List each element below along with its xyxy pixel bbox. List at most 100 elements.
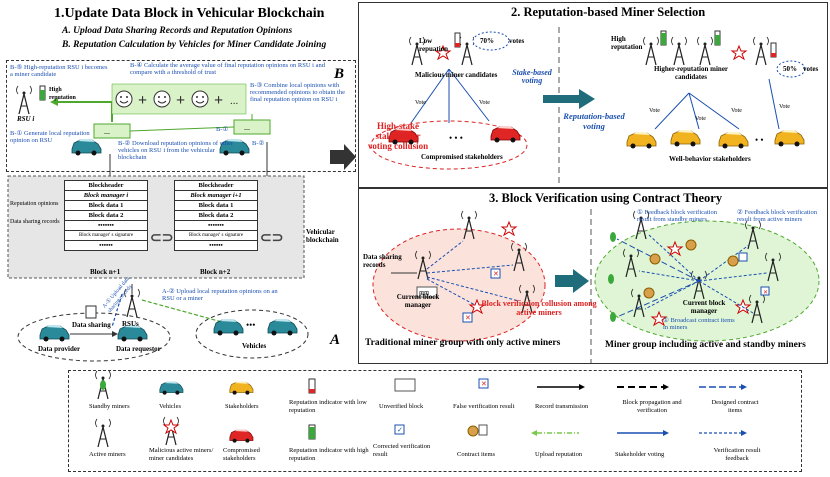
b5-note: B-⑤ High-reputation RSU i becomes a mine… bbox=[10, 64, 108, 78]
votes-70: 70% bbox=[480, 37, 494, 45]
svg-text:✕: ✕ bbox=[763, 290, 768, 296]
block1-row: Block data 2 bbox=[65, 211, 147, 221]
panel1-title: 1.Update Data Block in Vehicular Blockch… bbox=[54, 6, 325, 21]
legend-feedback: Verification result feedback bbox=[713, 447, 761, 462]
block2-row: Block manager' s signature bbox=[175, 231, 257, 241]
svg-text:...: ... bbox=[230, 95, 239, 107]
data-provider-label: Data provider bbox=[38, 345, 81, 353]
vote-label: Vote bbox=[731, 108, 742, 114]
block2-row: Blockheader bbox=[175, 181, 257, 191]
rsus-label: RSUs bbox=[122, 320, 139, 328]
svg-text:⊂⊃: ⊂⊃ bbox=[150, 231, 173, 246]
block1-row: Block manager' s signature bbox=[65, 231, 147, 241]
panel-miner-selection: 2. Reputation-based Miner Selection • • … bbox=[358, 2, 828, 188]
legend-high-rep: Reputation indicator with high reputatio… bbox=[289, 447, 369, 462]
vote-label: Vote bbox=[695, 116, 706, 122]
legend-record-tx: Record transmission bbox=[535, 403, 589, 410]
high-reputation-label-2: High reputation bbox=[611, 35, 643, 51]
svg-text:+: + bbox=[138, 92, 147, 109]
svg-text:+: + bbox=[214, 92, 223, 109]
legend-active: Active miners bbox=[89, 451, 126, 458]
b4-note: B-④ Calculate the average value of final… bbox=[130, 62, 325, 76]
rep-voting-label: Reputation-based voting bbox=[563, 111, 625, 131]
stake-voting-label: Stake-based voting bbox=[512, 68, 552, 85]
svg-text:✕: ✕ bbox=[465, 314, 471, 322]
svg-text:• • •: • • • bbox=[449, 133, 463, 143]
feedback-active-note: ② Feedback block verification result fro… bbox=[737, 209, 818, 223]
svg-text:✕: ✕ bbox=[481, 380, 487, 388]
block1-row: •••••• bbox=[99, 242, 113, 249]
legend-icons: ✕ ✓ bbox=[94, 371, 747, 448]
legend-compromised: Compromised stakeholders bbox=[223, 447, 260, 462]
svg-text:...: ... bbox=[244, 123, 250, 132]
block-n1-name: Block n+1 bbox=[90, 268, 121, 276]
panel1-subtitle-a: A. Upload Data Sharing Records and Reput… bbox=[62, 26, 293, 36]
block1-row: Block data 1 bbox=[65, 201, 147, 211]
panel3-graphics: ⊞⊞ ✕ ✕ bbox=[372, 209, 820, 363]
block2-row: ••••••• bbox=[175, 221, 257, 231]
collusion-label: Block verificaion collusion among active… bbox=[481, 299, 597, 317]
b3-note: B-③ Combine local opinions with recommen… bbox=[250, 82, 345, 103]
legend: ✕ ✓ Standby miners Vehicles Stakeholders… bbox=[68, 370, 802, 472]
svg-text:•••: ••• bbox=[246, 320, 255, 330]
block2-row: •••••• bbox=[209, 242, 223, 249]
group-both-label: Miner group including active and standby… bbox=[605, 340, 806, 350]
broadcast-note: ① Broadcast contract items in miners bbox=[663, 317, 735, 331]
a2-note: A-② Upload local reputation opinions on … bbox=[162, 288, 278, 302]
vehicles-label: Vehicles bbox=[242, 342, 267, 350]
well-behavior-label: Well-behavior stakeholders bbox=[669, 155, 751, 163]
svg-text:+: + bbox=[176, 92, 185, 109]
block-n2-name: Block n+2 bbox=[200, 268, 231, 276]
legend-designed-contract: Designed contract items bbox=[711, 399, 759, 414]
legend-contract-items: Contract items bbox=[457, 451, 496, 458]
panel-update-data-block: 1.Update Data Block in Vehicular Blockch… bbox=[2, 2, 358, 364]
section-b-label: B bbox=[334, 66, 345, 82]
vote-label: Vote bbox=[415, 100, 426, 106]
rsu-i-label: RSU i bbox=[17, 115, 35, 123]
current-manager-left: Current block manager bbox=[396, 293, 440, 309]
panel-block-verification: 3. Block Verification using Contract The… bbox=[358, 188, 828, 364]
block1-row: ••••••• bbox=[65, 221, 147, 231]
svg-text:✓: ✓ bbox=[397, 426, 403, 434]
vote-label: Vote bbox=[479, 100, 490, 106]
legend-standby: Standby miners bbox=[89, 403, 130, 410]
svg-text:⊂⊃: ⊂⊃ bbox=[260, 231, 283, 246]
b2-note: B-② Download reputation opinions of othe… bbox=[118, 140, 234, 161]
block-n2: Blockheader Block manager i+1 Block data… bbox=[174, 180, 258, 251]
legend-block-prop: Block propagation and verification bbox=[622, 399, 682, 414]
panel1-subtitle-b: B. Reputation Calculation by Vehicles fo… bbox=[62, 40, 327, 50]
vehicular-blockchain-label: Vehicular blockchain bbox=[306, 228, 339, 244]
legend-low-rep: Reputation indicator with low reputation bbox=[289, 399, 367, 414]
b1-short: B-① bbox=[216, 126, 229, 133]
legend-corrected: Corrected verification result bbox=[373, 443, 431, 458]
higher-rep-label: Higher-reputation miner candidates bbox=[653, 65, 729, 81]
legend-malicious: Malicious active miners/ miner candidate… bbox=[149, 447, 214, 462]
legend-false-result: False verification result bbox=[453, 403, 515, 410]
b2-short: B-② bbox=[252, 140, 265, 147]
svg-text:...: ... bbox=[104, 127, 110, 136]
data-sharing-records-label: Data sharing records bbox=[10, 219, 60, 225]
feedback-standby-note: ① Feedback block verification result fro… bbox=[637, 209, 718, 223]
legend-vehicles: Vehicles bbox=[159, 403, 182, 410]
block1-row: Blockheader bbox=[65, 181, 147, 191]
data-sharing-records-label-3: Data sharing records bbox=[363, 253, 402, 269]
data-requestor-label: Data requestor bbox=[116, 345, 161, 353]
svg-text:⊞⊞: ⊞⊞ bbox=[419, 291, 429, 297]
legend-stake-vote: Stakeholder voting bbox=[615, 451, 665, 458]
legend-stakeholders: Stakeholders bbox=[225, 403, 259, 410]
svg-text:• •: • • bbox=[755, 135, 764, 145]
block-n1: Blockheader Block manager i Block data 1… bbox=[64, 180, 148, 251]
section-b-box bbox=[6, 60, 356, 172]
block2-row: Block data 1 bbox=[175, 201, 257, 211]
legend-upload-rep: Upload reputation bbox=[535, 451, 583, 458]
panel3-title: 3. Block Verification using Contract The… bbox=[489, 191, 723, 205]
panel2-title: 2. Reputation-based Miner Selection bbox=[511, 5, 706, 19]
low-reputation-label: Low repuation bbox=[419, 37, 449, 53]
block1-row: Block manager i bbox=[65, 191, 147, 201]
malicious-label: Malicious miner candidates bbox=[415, 71, 498, 79]
traditional-label: Traditional miner group with only active… bbox=[365, 338, 561, 348]
data-sharing-label: Data sharing bbox=[72, 321, 111, 329]
legend-unverified: Unverified block bbox=[379, 403, 424, 410]
compromised-label: Compromised stakeholders bbox=[421, 153, 503, 161]
panel2-graphics: • • • • • bbox=[370, 27, 806, 187]
